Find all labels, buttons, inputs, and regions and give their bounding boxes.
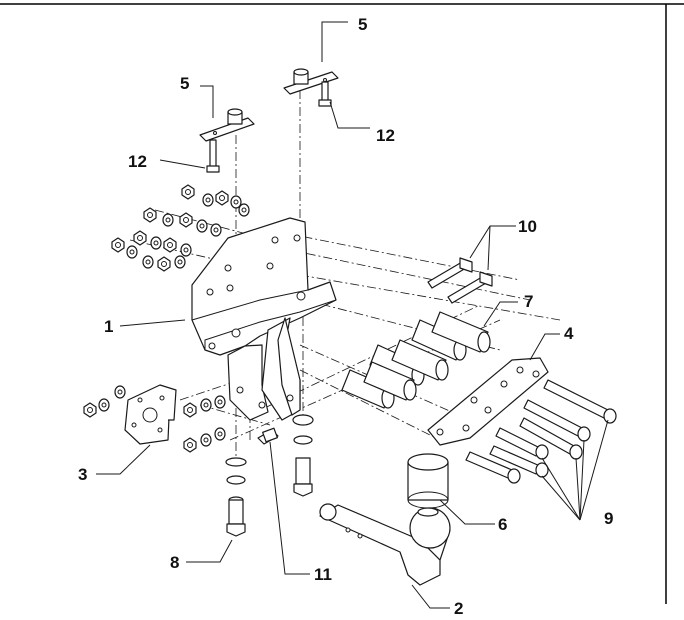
callout-12-left: 12 <box>128 152 147 171</box>
spacer-tubes-part-7 <box>341 311 491 409</box>
towbar-part-2 <box>319 503 451 586</box>
bolt-part-12-left <box>206 139 220 173</box>
bolt-part-11 <box>257 427 279 445</box>
callout-1: 1 <box>104 317 113 336</box>
nut-washer-cluster-top <box>111 184 250 272</box>
callout-7: 7 <box>524 292 533 311</box>
callout-6: 6 <box>498 515 507 534</box>
callout-12-right: 12 <box>376 126 395 145</box>
rear-plate-part-4 <box>427 357 549 446</box>
callout-4: 4 <box>564 324 574 343</box>
callout-8: 8 <box>170 553 179 572</box>
callout-2: 2 <box>454 599 463 618</box>
callout-9: 9 <box>604 509 613 528</box>
nut-plate-part-5-right <box>283 68 339 95</box>
callout-5-left: 5 <box>180 74 189 93</box>
nut-plate-part-5-left <box>199 108 255 142</box>
callout-labels: 5 5 12 12 10 7 4 1 3 8 11 6 2 9 <box>78 15 613 618</box>
leader-lines <box>96 21 609 609</box>
callout-3: 3 <box>78 465 87 484</box>
side-plate-part-3 <box>124 384 177 445</box>
bolt-pair-center <box>292 414 314 497</box>
bolt-part-10 <box>427 257 493 304</box>
nut-washer-cluster-left <box>83 385 226 453</box>
callout-5-right: 5 <box>358 15 367 34</box>
callout-11: 11 <box>314 565 332 584</box>
bolt-part-12-right <box>318 81 332 107</box>
ball-cap-part-6 <box>407 453 449 509</box>
bolts-part-9 <box>465 379 617 484</box>
main-bracket-part-1 <box>191 217 337 421</box>
callout-10: 10 <box>518 217 537 236</box>
bolt-part-8 <box>225 457 247 537</box>
